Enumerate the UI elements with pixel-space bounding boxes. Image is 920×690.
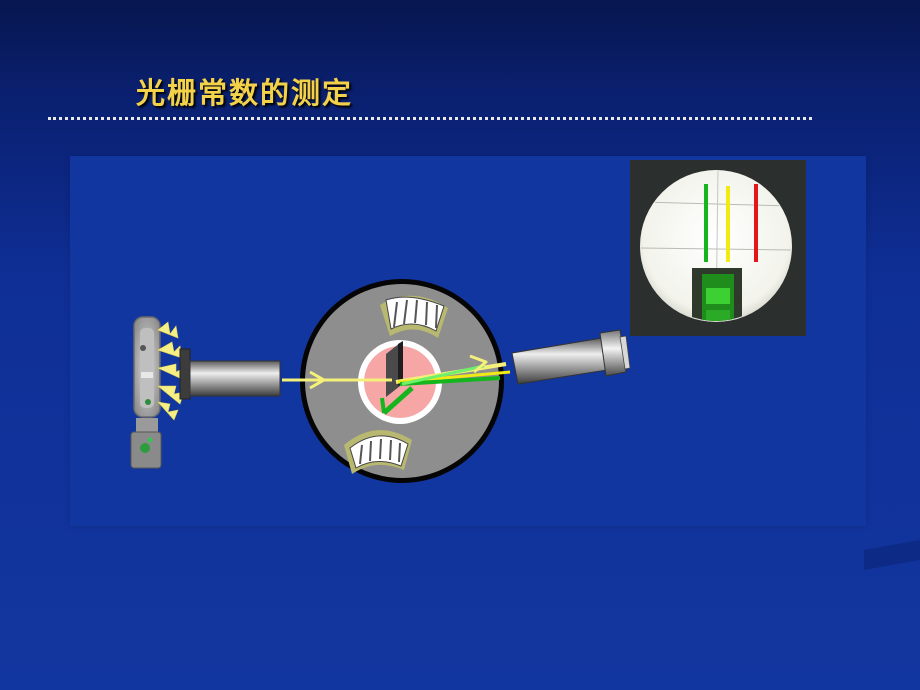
corner-decoration (864, 540, 920, 570)
telescope (511, 329, 631, 385)
title-divider (48, 117, 812, 120)
spectrometer-table (300, 279, 504, 483)
incident-light-beam (282, 370, 392, 390)
collimator-tube (179, 348, 281, 400)
slide-title: 光栅常数的测定 (136, 76, 354, 110)
lamp-light-rays (157, 321, 185, 421)
eyepiece-view (630, 160, 806, 336)
light-source-lamp (130, 316, 162, 469)
diffracted-beams (380, 354, 511, 415)
spectral-lines (704, 184, 758, 262)
